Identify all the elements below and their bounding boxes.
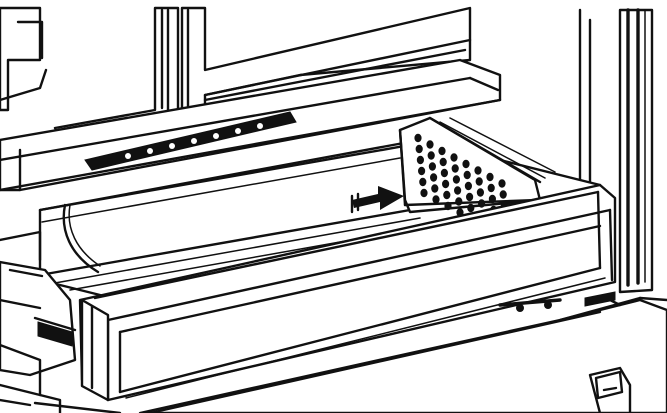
- divider-hole: [499, 190, 507, 199]
- control-led: [235, 128, 241, 134]
- divider-hole: [415, 144, 423, 154]
- divider-hole: [431, 184, 439, 193]
- freezer-drawer: [138, 291, 667, 413]
- divider-hole: [451, 164, 459, 173]
- control-panel: [84, 111, 297, 171]
- divider-hole: [474, 166, 482, 175]
- control-led: [169, 143, 175, 149]
- divider-hole: [427, 151, 435, 160]
- divider-hole: [442, 179, 450, 189]
- left-fridge-door: [0, 6, 48, 112]
- divider-hole: [418, 166, 426, 176]
- divider-hole: [443, 190, 451, 200]
- divider-hole: [455, 197, 463, 206]
- divider-hole: [464, 181, 472, 191]
- divider-hole: [444, 201, 452, 211]
- divider-hole: [439, 157, 447, 167]
- divider-hole: [428, 162, 436, 171]
- drawer-front: [78, 183, 617, 402]
- divider-hole: [438, 146, 446, 156]
- divider-hole: [420, 188, 428, 198]
- divider-hole: [478, 199, 486, 208]
- drawer-divider: [398, 116, 556, 214]
- freezer-handle: [588, 366, 632, 413]
- divider-hole: [466, 192, 474, 202]
- divider-hole: [454, 186, 462, 195]
- divider-hole: [475, 177, 483, 186]
- control-led: [191, 138, 197, 144]
- control-led: [125, 153, 131, 159]
- bottom-floor-lines: [0, 398, 122, 413]
- divider-hole: [463, 170, 471, 180]
- divider-hole: [419, 177, 427, 187]
- divider-hole: [462, 159, 470, 169]
- lower-cabinet: [0, 230, 77, 413]
- divider-hole: [488, 194, 496, 204]
- divider-hole: [467, 203, 475, 213]
- divider-hole: [430, 173, 438, 182]
- divider-hole: [452, 175, 460, 184]
- divider-hole: [426, 140, 434, 149]
- divider-hole: [486, 172, 494, 182]
- divider-hole: [416, 155, 424, 165]
- control-led: [147, 148, 153, 154]
- divider-hole: [498, 179, 506, 188]
- divider-hole: [414, 133, 422, 143]
- divider-hole: [432, 195, 440, 204]
- divider-hole: [476, 188, 484, 197]
- center-right-door: [180, 6, 472, 120]
- divider-hole: [440, 168, 448, 178]
- divider-hole: [450, 153, 458, 162]
- insert-arrow: [350, 186, 404, 214]
- right-fridge-door-edge: [578, 8, 654, 294]
- control-led: [257, 123, 263, 129]
- control-led: [213, 133, 219, 139]
- divider-hole: [487, 183, 495, 193]
